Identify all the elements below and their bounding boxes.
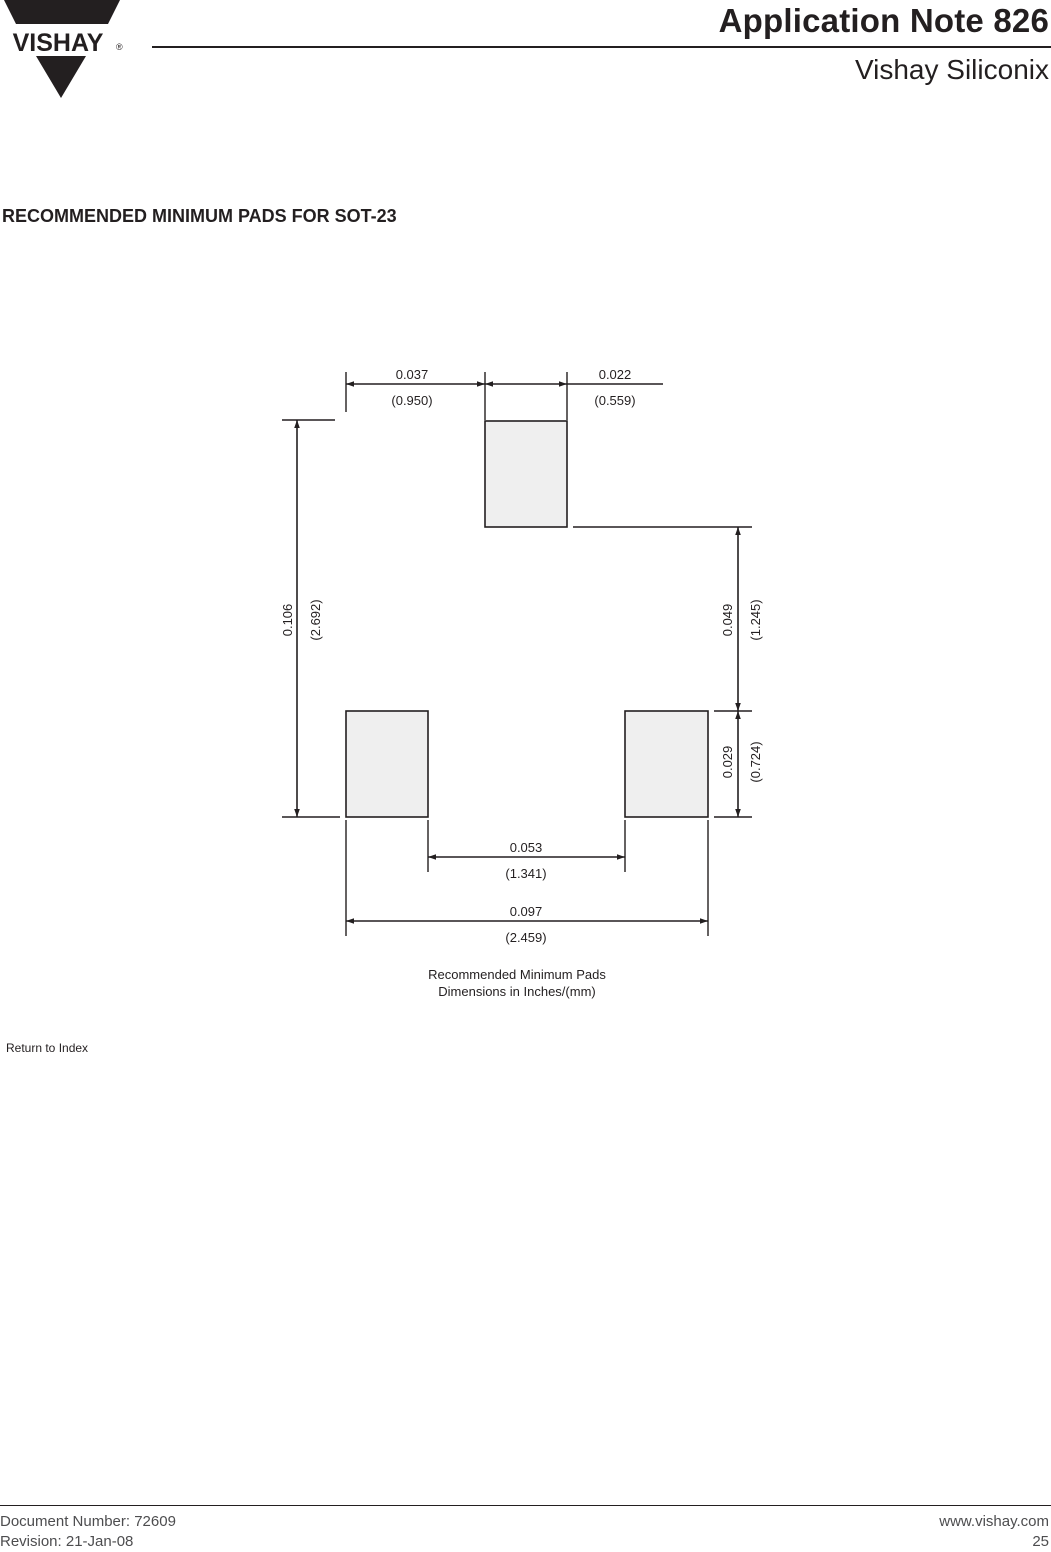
section-title: RECOMMENDED MINIMUM PADS FOR SOT-23 <box>2 206 397 226</box>
application-note-title: Application Note 826 <box>718 2 1049 39</box>
pad-pitch-mm: (0.950) <box>391 393 432 408</box>
pad-bottom-right <box>624 710 709 818</box>
pad-width-mm: (0.559) <box>594 393 635 408</box>
inner-span-mm: (1.341) <box>505 866 546 881</box>
inner-span-inches: 0.053 <box>510 840 543 855</box>
website-link[interactable]: www.vishay.com <box>939 1513 1049 1530</box>
footer-site-info: www.vishay.com 25 <box>939 1512 1049 1552</box>
logo-triangle <box>36 56 86 98</box>
revision-date: Revision: 21-Jan-08 <box>0 1533 134 1550</box>
overall-height-inches: 0.106 <box>280 604 295 637</box>
caption-units: Dimensions in Inches/(mm) <box>438 984 596 999</box>
vishay-logo: VISHAY ® <box>4 0 123 98</box>
extension-lines <box>282 372 752 936</box>
caption-title: Recommended Minimum Pads <box>428 967 606 982</box>
pad-top <box>484 420 568 528</box>
page-number: 25 <box>1032 1533 1049 1550</box>
pad-height-inches: 0.029 <box>720 746 735 779</box>
return-to-index-link[interactable]: Return to Index <box>6 1041 89 1055</box>
pad-gap-inches: 0.049 <box>720 604 735 637</box>
outer-span-mm: (2.459) <box>505 930 546 945</box>
dimension-lines <box>294 381 741 924</box>
registered-mark: ® <box>116 42 123 52</box>
pad-gap-mm: (1.245) <box>748 599 763 640</box>
pad-height-mm: (0.724) <box>748 741 763 782</box>
outer-span-inches: 0.097 <box>510 904 543 919</box>
overall-height-mm: (2.692) <box>308 599 323 640</box>
footer-rule <box>0 1505 1051 1506</box>
document-number: Document Number: 72609 <box>0 1513 176 1530</box>
logo-top-band <box>4 0 120 24</box>
pads <box>345 420 709 818</box>
header-rule <box>152 46 1051 48</box>
company-name: Vishay Siliconix <box>854 54 1049 85</box>
pad-bottom-left <box>345 710 429 818</box>
pad-pitch-inches: 0.037 <box>396 367 429 382</box>
footer-document-info: Document Number: 72609 Revision: 21-Jan-… <box>0 1512 176 1552</box>
pad-width-inches: 0.022 <box>599 367 632 382</box>
logo-text: VISHAY <box>13 29 104 57</box>
